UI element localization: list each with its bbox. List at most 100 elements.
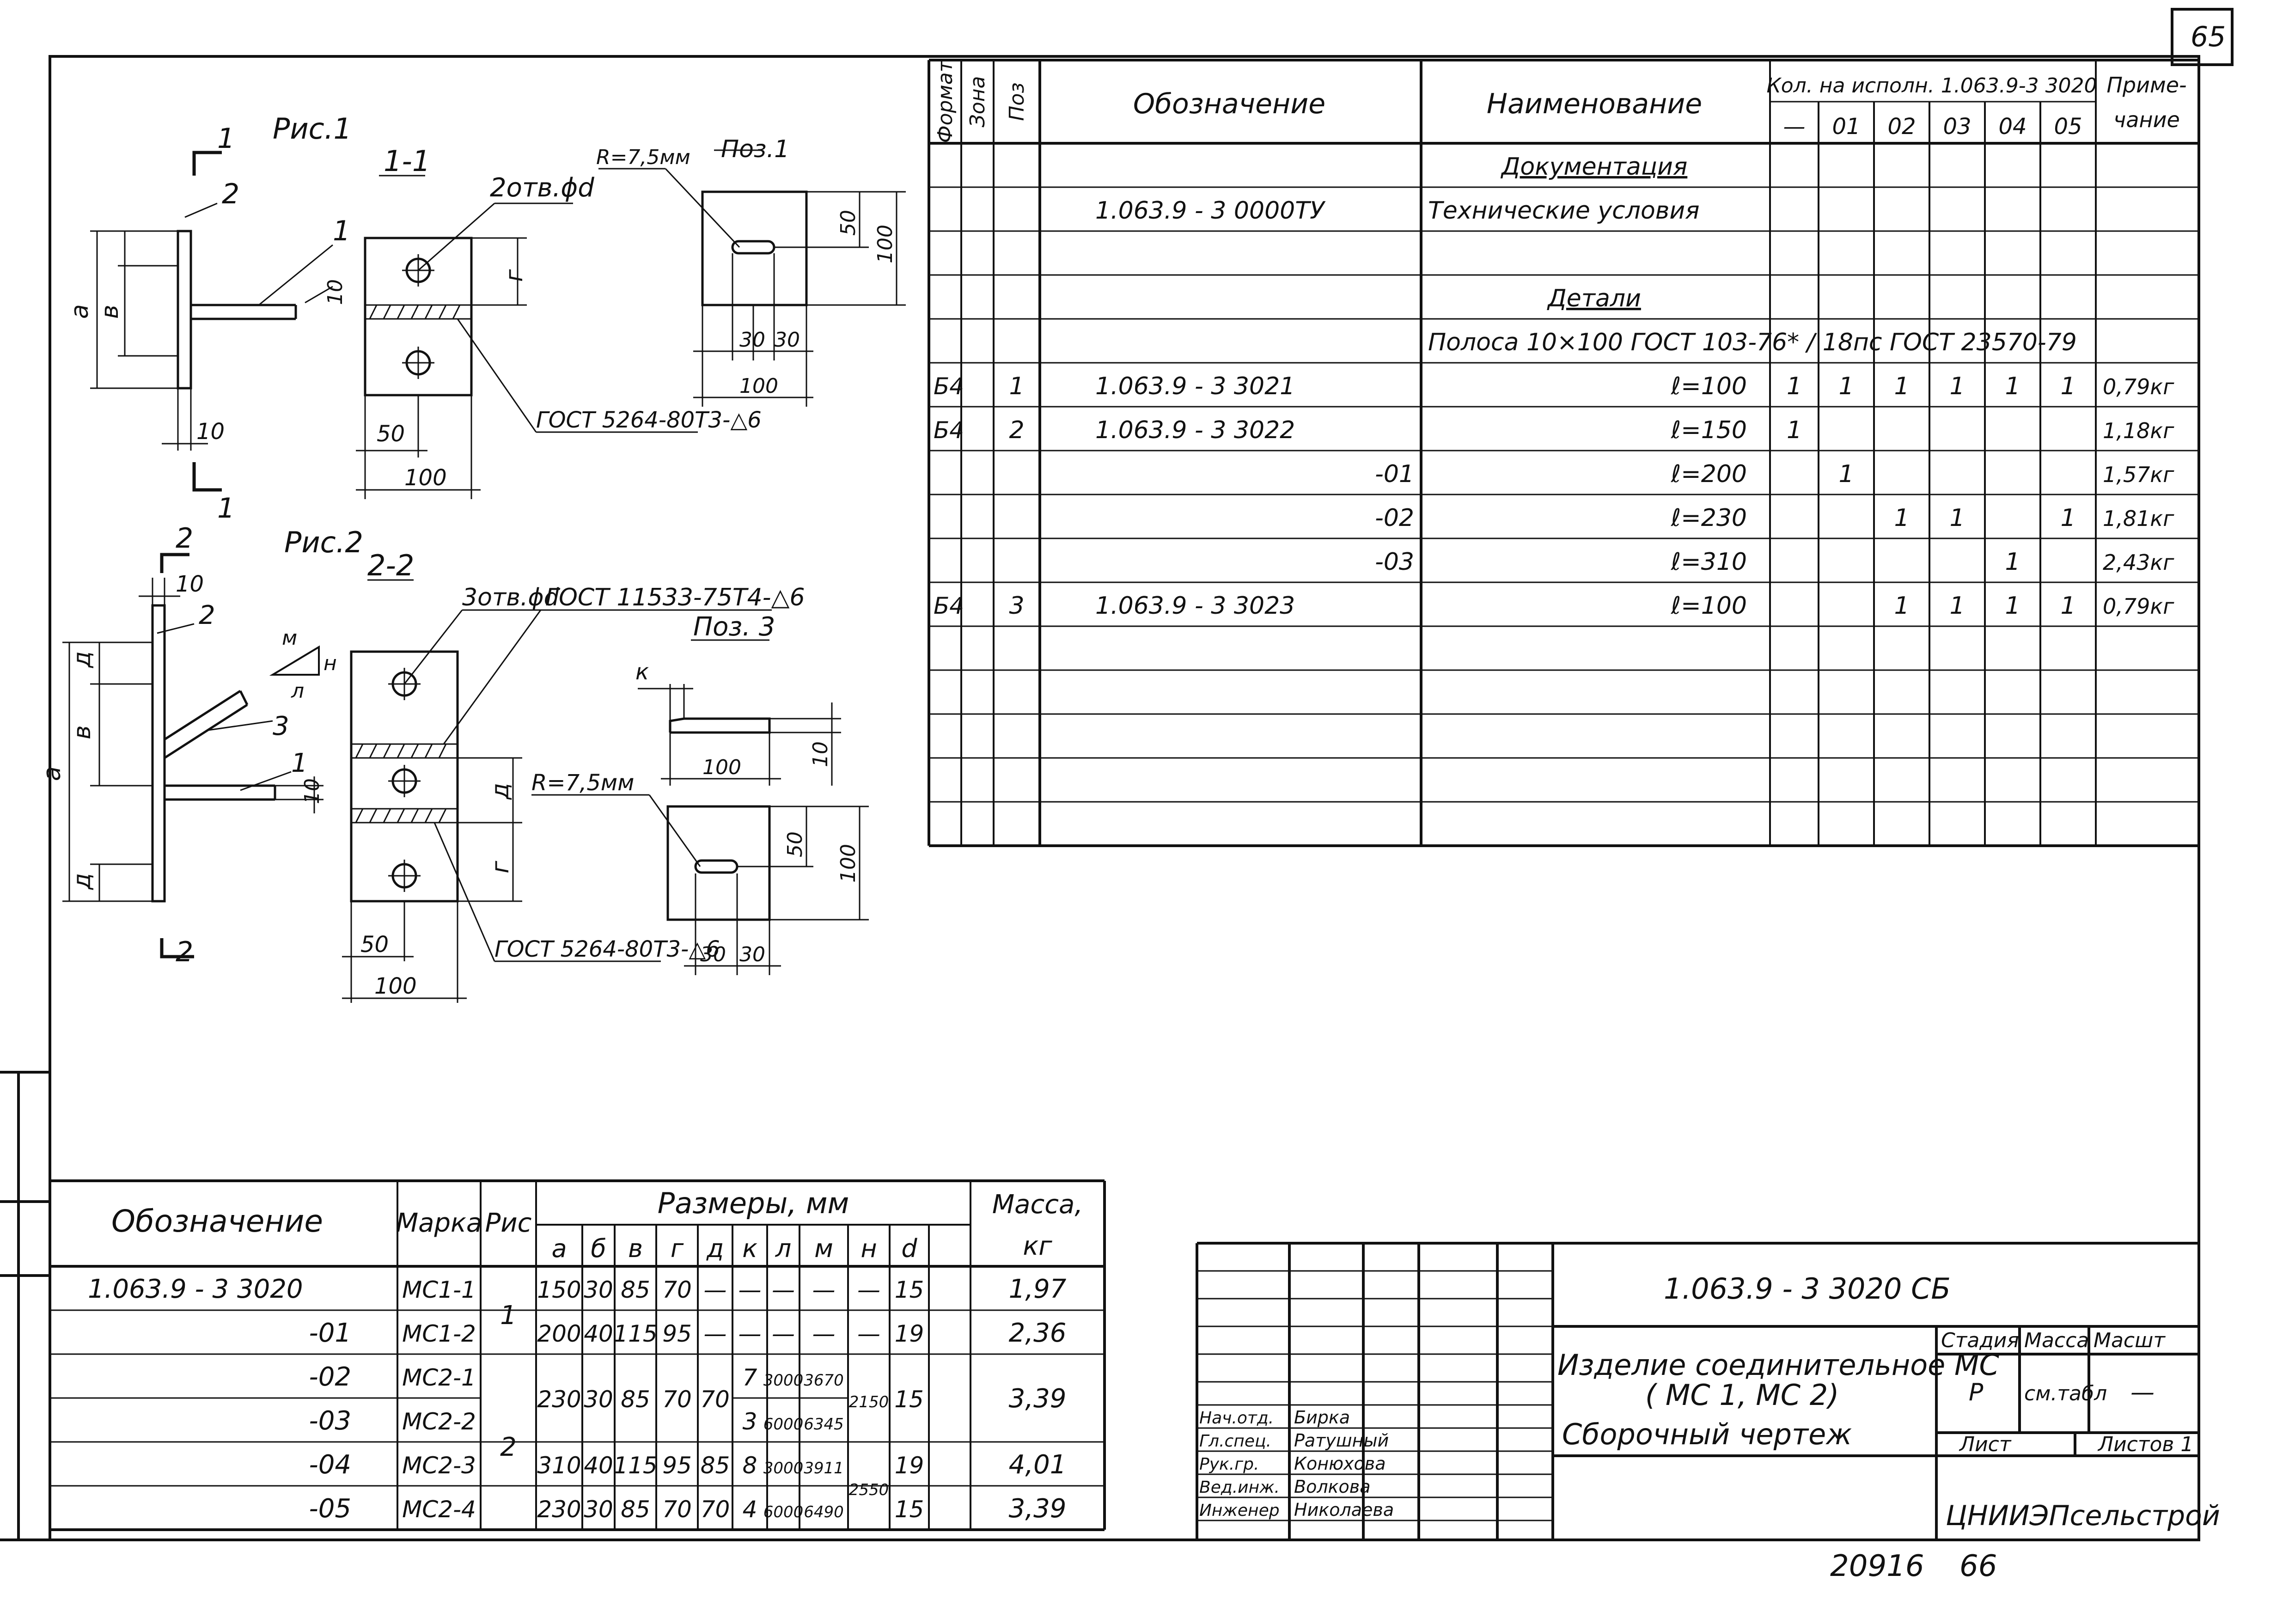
dims-dd-23: 15 bbox=[894, 1386, 924, 1413]
f2-dim-100: 100 bbox=[374, 973, 417, 999]
scale-value: — bbox=[2130, 1379, 2155, 1406]
dims-fig-1: 1 bbox=[500, 1300, 517, 1331]
spec-header-name: Наименование bbox=[1487, 88, 1702, 120]
signatory-role: Вед.инж. bbox=[1199, 1478, 1280, 1497]
slope-l: л bbox=[291, 679, 304, 703]
slope-n: н bbox=[323, 652, 337, 675]
f2-dim-b: в bbox=[68, 725, 96, 739]
spec-pos: 3 bbox=[1009, 592, 1024, 620]
dims-mass: 4,01 bbox=[1009, 1450, 1067, 1480]
dim-10a: 10 bbox=[323, 279, 347, 305]
dims-size: 6490 bbox=[804, 1503, 844, 1521]
dims-size: 3000 bbox=[763, 1371, 804, 1390]
spec-note: 2,43кг bbox=[2103, 550, 2174, 575]
dims-size: 85 bbox=[621, 1496, 650, 1523]
signatory-name: Волкова bbox=[1294, 1477, 1371, 1497]
spec-name: ℓ=100 bbox=[1671, 372, 1747, 400]
dims-mark: МС1-1 bbox=[402, 1276, 476, 1303]
spec-name: ℓ=150 bbox=[1671, 416, 1747, 444]
dims-size-col-1: б bbox=[591, 1234, 606, 1263]
dims-size: — bbox=[857, 1276, 880, 1303]
dims-size: 30 bbox=[584, 1276, 613, 1303]
dims-mark: МС2-2 bbox=[402, 1408, 476, 1435]
title-line-2: ( МС 1, МС 2) bbox=[1645, 1378, 1839, 1412]
stamp-number: 20916 bbox=[1830, 1549, 1924, 1583]
spec-pos: 2 bbox=[1009, 416, 1024, 444]
weld-label-2: ГОСТ 5264-80Т3-△6 bbox=[494, 936, 720, 962]
pos1-dim-30a: 30 bbox=[739, 328, 765, 352]
spec-qty: 1 bbox=[2005, 372, 2020, 400]
spec-format: Б4 bbox=[934, 417, 964, 444]
mass-header: Масса bbox=[2024, 1329, 2089, 1352]
spec-header-zone: Зона bbox=[966, 76, 989, 128]
spec-header-designation: Обозначение bbox=[1133, 88, 1325, 120]
signatory-role: Гл.спец. bbox=[1199, 1432, 1271, 1451]
dims-a-23: 230 bbox=[537, 1386, 581, 1413]
dims-size: — bbox=[772, 1276, 795, 1303]
dims-designation: -05 bbox=[309, 1494, 351, 1524]
spec-qty: 1 bbox=[1838, 372, 1854, 400]
dims-size: 15 bbox=[895, 1496, 924, 1523]
section-2-2-title: 2-2 bbox=[367, 549, 414, 582]
signatory-name: Ратушный bbox=[1294, 1430, 1389, 1451]
dims-size: 3670 bbox=[804, 1371, 844, 1390]
spec-note: 0,79кг bbox=[2103, 374, 2174, 399]
spec-qty: 1 bbox=[1949, 592, 1965, 620]
signatory-role: Рук.гр. bbox=[1199, 1455, 1259, 1474]
spec-format: Б4 bbox=[934, 592, 964, 619]
dims-size: 40 bbox=[584, 1452, 613, 1479]
page-number: 65 bbox=[2191, 21, 2226, 53]
dims-designation: 1.063.9 - 3 3020 bbox=[88, 1274, 303, 1304]
spec-qty: 1 bbox=[1894, 372, 1909, 400]
spec-name: ℓ=230 bbox=[1671, 504, 1747, 532]
spec-designation: 1.063.9 - 3 0000ТУ bbox=[1095, 197, 1326, 225]
dims-header-mass-1: Масса, bbox=[992, 1190, 1083, 1220]
f2-leader-3: 3 bbox=[273, 711, 289, 741]
spec-designation: -02 bbox=[1375, 504, 1414, 532]
dims-size-col-6: л bbox=[775, 1234, 792, 1263]
radius-label-2: R=7,5мм bbox=[531, 770, 634, 796]
dims-size: 6345 bbox=[804, 1415, 844, 1434]
spec-qty-col-0: — bbox=[1783, 114, 1806, 140]
dims-designation: -03 bbox=[309, 1406, 351, 1436]
dims-size: 19 bbox=[895, 1452, 924, 1479]
spec-qty-col-2: 02 bbox=[1887, 114, 1916, 140]
dims-size-col-7: м bbox=[814, 1234, 833, 1263]
spec-name: ℓ=310 bbox=[1671, 548, 1747, 576]
dims-size: 3000 bbox=[763, 1459, 804, 1477]
dims-size-col-8: н bbox=[861, 1234, 877, 1263]
f2-dim-d: д bbox=[68, 873, 96, 890]
spec-name: Технические условия bbox=[1428, 197, 1700, 225]
signatory-role: Нач.отд. bbox=[1199, 1409, 1274, 1428]
dims-mass: 2,36 bbox=[1009, 1318, 1067, 1348]
holes-label-2: 3отв.ϕd bbox=[462, 584, 560, 611]
organization: ЦНИИЭПсельстрой bbox=[1946, 1500, 2220, 1532]
stage-value: Р bbox=[1969, 1379, 1984, 1406]
spec-qty-col-1: 01 bbox=[1832, 114, 1860, 140]
spec-qty: 1 bbox=[1949, 504, 1965, 532]
dim-10b: 10 bbox=[196, 419, 225, 445]
dims-size: 40 bbox=[584, 1320, 613, 1347]
dims-size: 15 bbox=[895, 1276, 924, 1303]
spec-qty: 1 bbox=[2005, 548, 2020, 576]
dim-g: г bbox=[501, 269, 528, 282]
signatory-name: Бирка bbox=[1294, 1407, 1350, 1428]
dims-size: 4 bbox=[743, 1496, 757, 1523]
pos3-dim-50: 50 bbox=[783, 831, 807, 857]
spec-designation: 1.063.9 - 3 3021 bbox=[1095, 372, 1295, 400]
stage-header: Стадия bbox=[1941, 1329, 2019, 1352]
signatory-name: Конюхова bbox=[1294, 1453, 1386, 1474]
pos1-dim-30b: 30 bbox=[774, 328, 800, 352]
section-mark-2-bottom: 2 bbox=[176, 936, 193, 968]
dim-k: к bbox=[635, 659, 649, 685]
dims-size: — bbox=[739, 1276, 762, 1303]
spec-qty: 1 bbox=[1787, 416, 1802, 444]
dim-b: в bbox=[96, 305, 124, 319]
pos3-dim-100h: 100 bbox=[836, 844, 860, 883]
pos3-dim-30b: 30 bbox=[739, 943, 765, 966]
figure-2 bbox=[62, 553, 869, 1003]
f2-leader-2: 2 bbox=[199, 600, 215, 630]
spec-header-pos: Поз bbox=[1005, 82, 1029, 121]
